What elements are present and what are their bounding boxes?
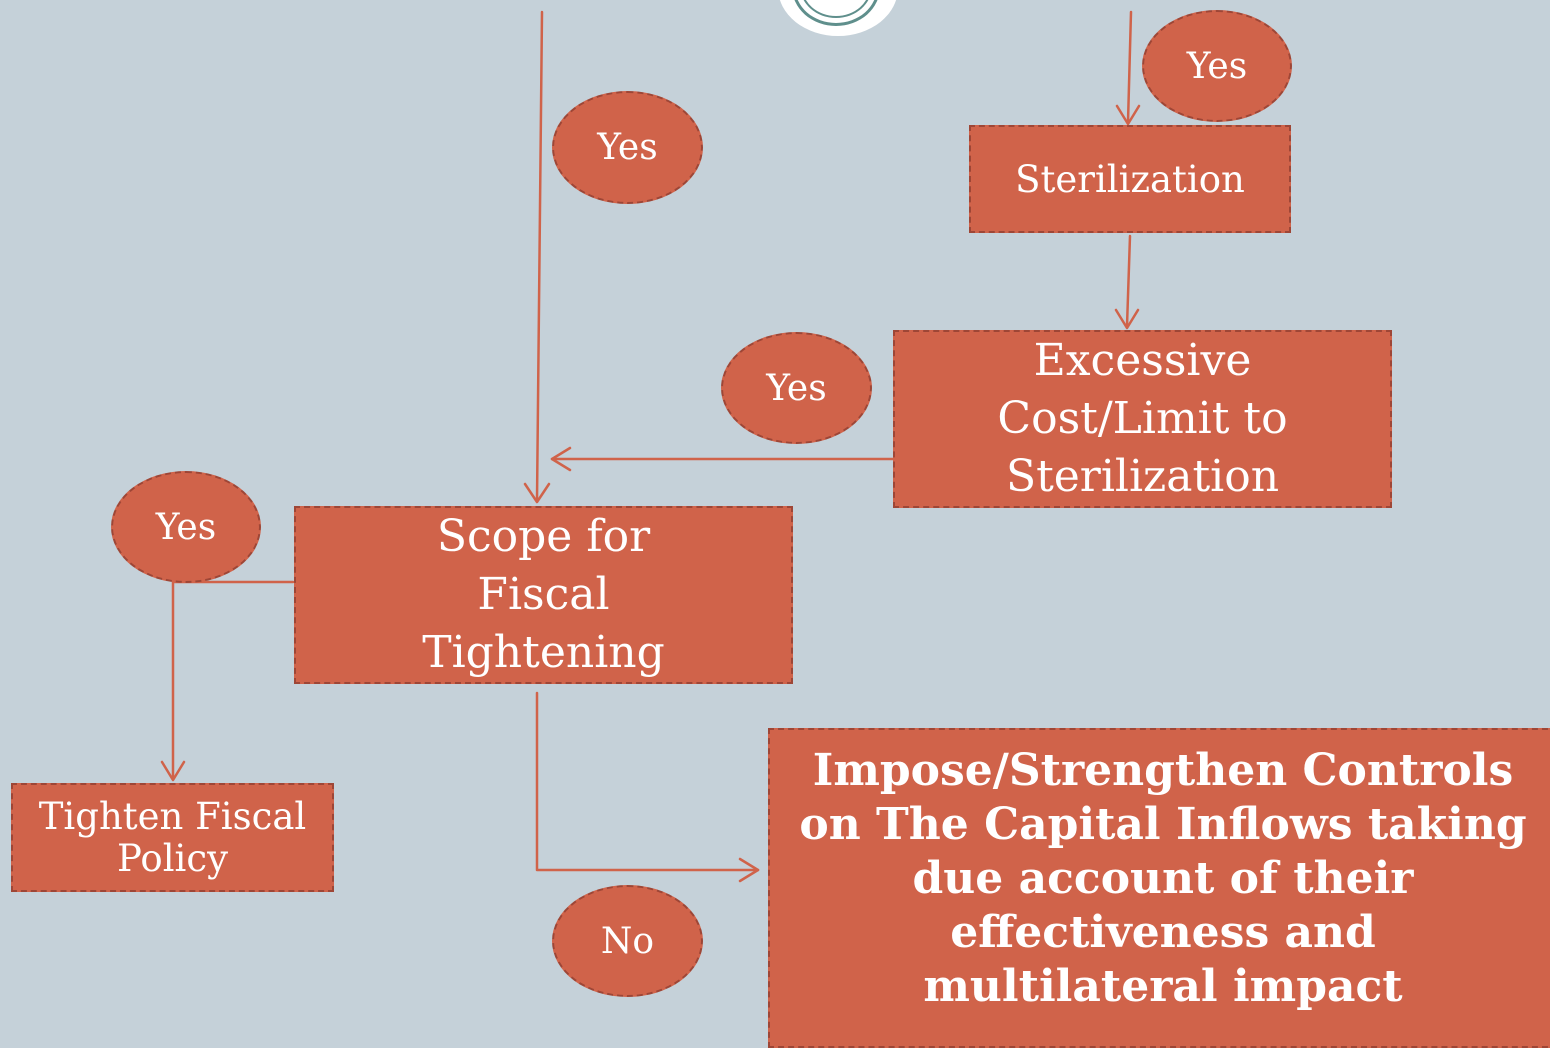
- arrowhead-scope: [523, 482, 551, 504]
- yes-oval-top-left: Yes: [552, 91, 703, 204]
- impose-controls-box: Impose/Strengthen Controls on The Capita…: [768, 728, 1550, 1048]
- connector-top-to-scope: [535, 10, 544, 502]
- connector-scope-to-impose: [535, 691, 760, 872]
- sterilization-box: Sterilization: [969, 125, 1291, 233]
- yes-label: Yes: [597, 127, 658, 168]
- connector-top-to-sterilization: [1126, 10, 1133, 124]
- sterilization-label: Sterilization: [1015, 157, 1245, 201]
- arrowhead-sterilization: [1115, 104, 1141, 126]
- tighten-fiscal-label: Tighten Fiscal Policy: [38, 794, 307, 880]
- scope-fiscal-box: Scope for Fiscal Tightening: [294, 506, 793, 684]
- yes-oval-middle: Yes: [721, 332, 872, 444]
- yes-label: Yes: [766, 367, 827, 409]
- connector-sterilization-to-excessive: [1125, 234, 1132, 328]
- arrowhead-tighten: [160, 760, 186, 782]
- excessive-cost-label: Excessive Cost/Limit to Sterilization: [997, 335, 1288, 502]
- yes-label: Yes: [1186, 45, 1248, 87]
- impose-controls-label: Impose/Strengthen Controls on The Capita…: [799, 745, 1527, 1012]
- arrowhead-impose: [738, 857, 760, 883]
- arrowhead-left: [550, 446, 572, 472]
- excessive-cost-box: Excessive Cost/Limit to Sterilization: [893, 330, 1392, 508]
- no-label: No: [600, 920, 655, 962]
- scope-fiscal-label: Scope for Fiscal Tightening: [422, 511, 665, 678]
- yes-oval-left: Yes: [111, 471, 261, 583]
- tighten-fiscal-box: Tighten Fiscal Policy: [11, 783, 334, 892]
- yes-label: Yes: [155, 506, 217, 548]
- no-oval-bottom: No: [552, 885, 703, 997]
- arrowhead-excessive: [1114, 308, 1140, 330]
- yes-oval-top-right: Yes: [1142, 10, 1292, 122]
- connector-scope-to-tighten: [171, 580, 295, 780]
